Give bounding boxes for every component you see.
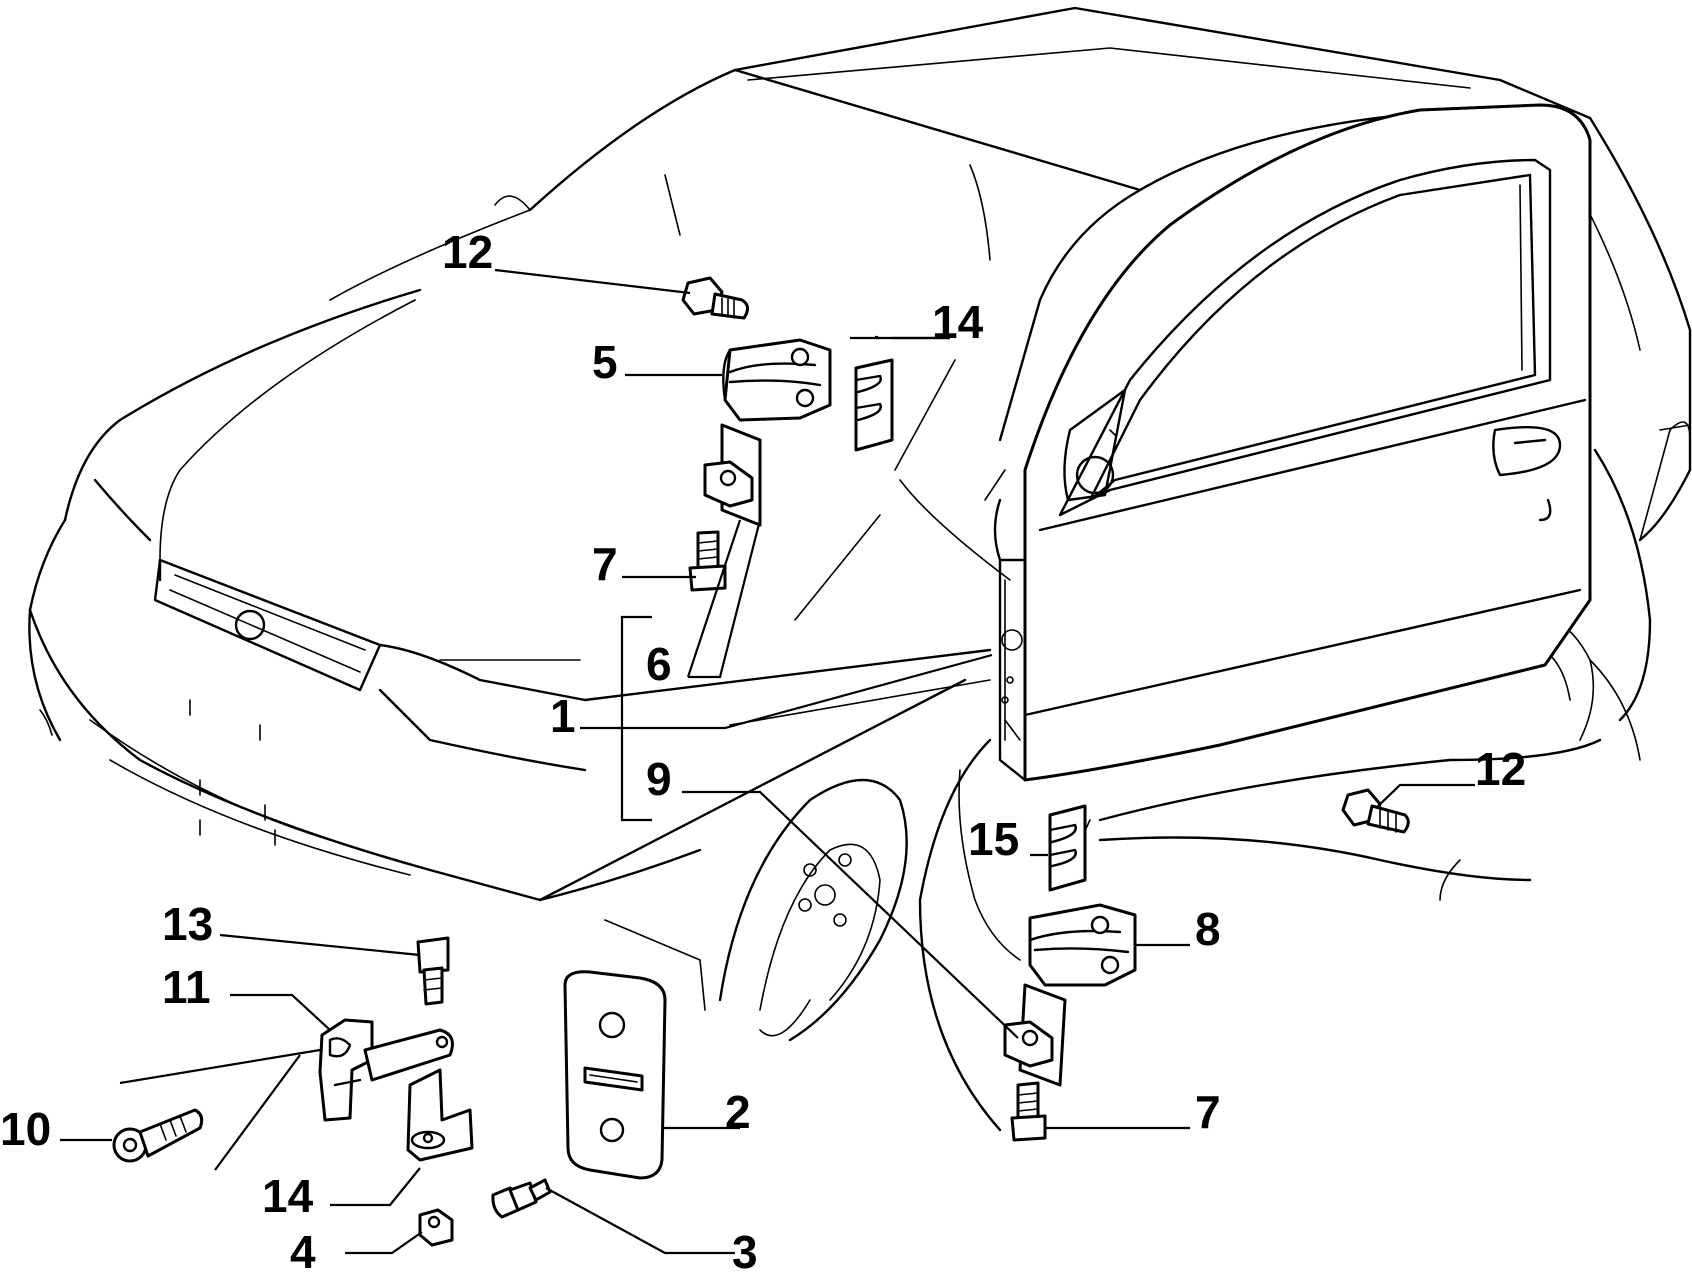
callout-numbers: 12 5 14 7 6 1 9 12 15 8 7 2 3 4 14 10 11…: [0, 226, 1526, 1272]
callout-6: 6: [646, 638, 672, 690]
part-5-upper-hinge: [722, 338, 832, 422]
callout-8: 8: [1195, 903, 1221, 955]
callout-10: 10: [0, 1103, 51, 1155]
part-12-bolt-right: [1341, 788, 1410, 834]
part-11-check-strap: [318, 1018, 454, 1122]
callout-1: 1: [550, 690, 576, 742]
part-8-lower-hinge: [1028, 903, 1137, 987]
callout-4: 4: [290, 1226, 316, 1272]
callout-14-lower: 15: [968, 813, 1019, 865]
part-14-shim-lower: [1048, 804, 1087, 892]
part-14-shim-upper: [854, 358, 894, 452]
part-7-screw-lower: [1010, 1081, 1047, 1142]
part-2-striker-plate: [563, 970, 667, 1180]
part-9-lower-hinge-door: [1003, 983, 1067, 1087]
callout-15: 14: [262, 1170, 314, 1222]
callout-12-right: 12: [1475, 743, 1526, 795]
part-6-upper-hinge-door: [703, 423, 762, 527]
part-4-nut: [418, 1208, 454, 1247]
part-7-screw-upper: [688, 530, 727, 592]
callout-13: 13: [162, 898, 213, 950]
callout-12-top-label: 12: [442, 226, 493, 278]
car-body-outline: [28, 6, 1692, 1132]
part-15-bracket: [406, 1068, 474, 1162]
part-12-bolt-top: [681, 276, 749, 320]
part-10-bolt: [112, 1108, 204, 1163]
leader-lines: [60, 268, 1475, 1255]
callout-2: 2: [725, 1086, 751, 1138]
callout-3: 3: [732, 1226, 758, 1272]
front-door: [984, 103, 1592, 782]
part-3-screw: [491, 1178, 552, 1219]
callout-7-upper: 7: [592, 538, 618, 590]
callout-14-upper: 14: [932, 296, 984, 348]
callout-5: 5: [592, 336, 618, 388]
part-13-pin: [416, 936, 450, 1006]
callout-7-lower: 7: [1195, 1086, 1221, 1138]
callout-9: 9: [646, 753, 672, 805]
callout-11: 11: [162, 961, 211, 1013]
